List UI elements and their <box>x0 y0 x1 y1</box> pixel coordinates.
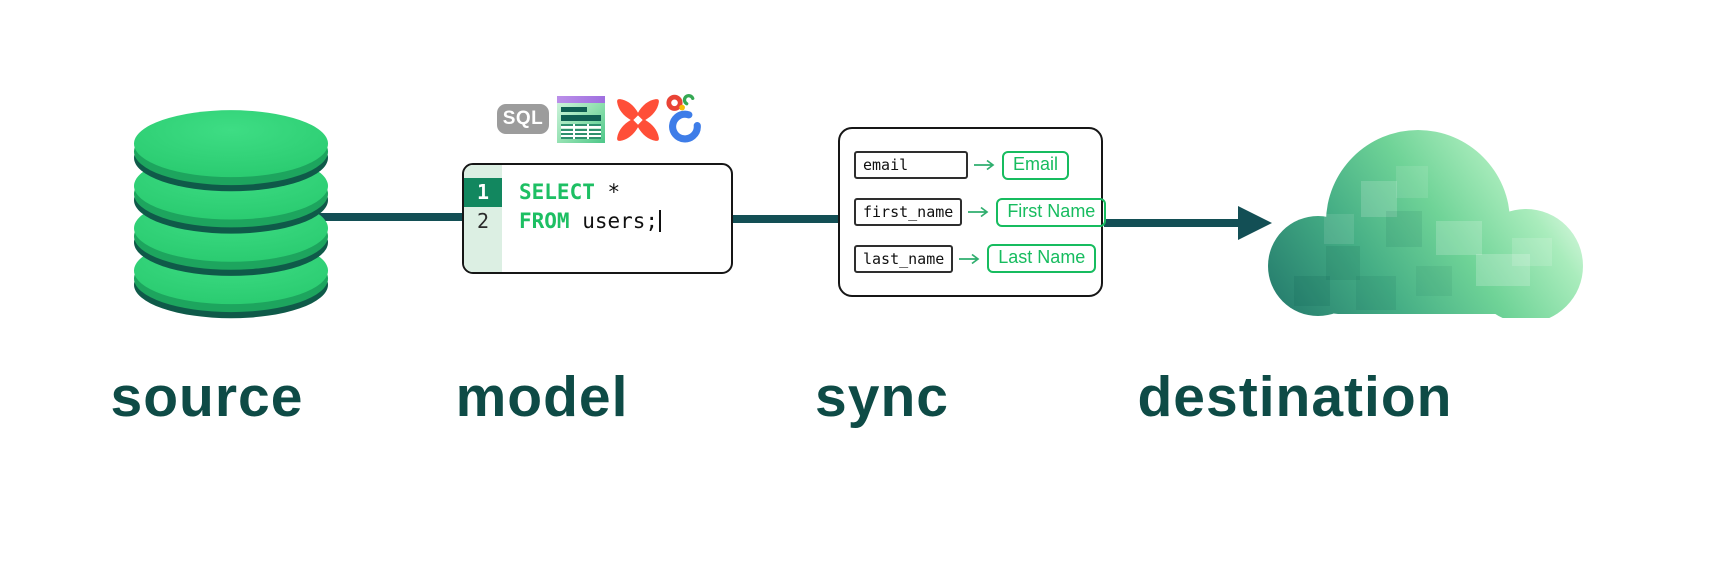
spreadsheet-title-bar <box>561 107 588 112</box>
mapping-row: first_name First Name <box>854 197 1107 227</box>
field-mapping-panel: email Email first_name First Name last_n… <box>838 127 1107 297</box>
source-field-box: email <box>854 151 968 180</box>
sql-keyword: SELECT <box>519 180 595 204</box>
target-field-box: Last Name <box>987 244 1097 274</box>
mapping-arrow-icon <box>959 253 983 265</box>
line-number-2: 2 <box>476 209 490 233</box>
code-line-1: SELECT * <box>519 178 731 207</box>
sql-code-block: 1 2 SELECT * FROM users; <box>462 163 733 274</box>
target-field-box: Email <box>1002 150 1070 180</box>
stage-label-destination: destination <box>1137 365 1453 429</box>
spreadsheet-topbar <box>557 96 605 103</box>
target-field-box: First Name <box>996 197 1107 227</box>
code-line-2: FROM users; <box>519 207 731 236</box>
source-field-box: first_name <box>854 198 963 226</box>
looker-icon <box>665 93 703 143</box>
cloud-pixel-texture <box>1294 166 1552 310</box>
database-cylinder-icon <box>132 104 330 325</box>
stage-label-model: model <box>455 365 629 429</box>
code-text: users; <box>569 209 659 233</box>
spreadsheet-icon <box>557 96 605 143</box>
mapping-arrow-icon <box>968 206 992 218</box>
text-cursor <box>659 210 662 232</box>
mapping-arrow-icon <box>974 159 998 171</box>
stage-label-sync: sync <box>815 365 949 429</box>
flow-line-source-model <box>298 213 464 221</box>
source-field-box: last_name <box>854 244 954 273</box>
code-gutter: 1 2 <box>464 165 502 272</box>
mapping-row: last_name Last Name <box>854 244 1097 274</box>
stage-label-source: source <box>110 365 304 429</box>
line-number-1: 1 <box>464 178 502 207</box>
code-text: * <box>594 180 621 204</box>
flow-line-sync-destination <box>1104 219 1244 227</box>
sql-badge: SQL <box>497 104 549 134</box>
spreadsheet-grid <box>561 124 601 139</box>
dbt-icon <box>612 95 664 145</box>
flow-line-model-sync <box>728 215 840 223</box>
code-area: SELECT * FROM users; <box>502 165 731 272</box>
mapping-row: email Email <box>854 150 1087 180</box>
sql-keyword: FROM <box>519 209 570 233</box>
cloud-warehouse-icon <box>1266 126 1586 323</box>
spreadsheet-header-bar <box>561 115 601 121</box>
flow-arrowhead-icon <box>1238 206 1272 240</box>
